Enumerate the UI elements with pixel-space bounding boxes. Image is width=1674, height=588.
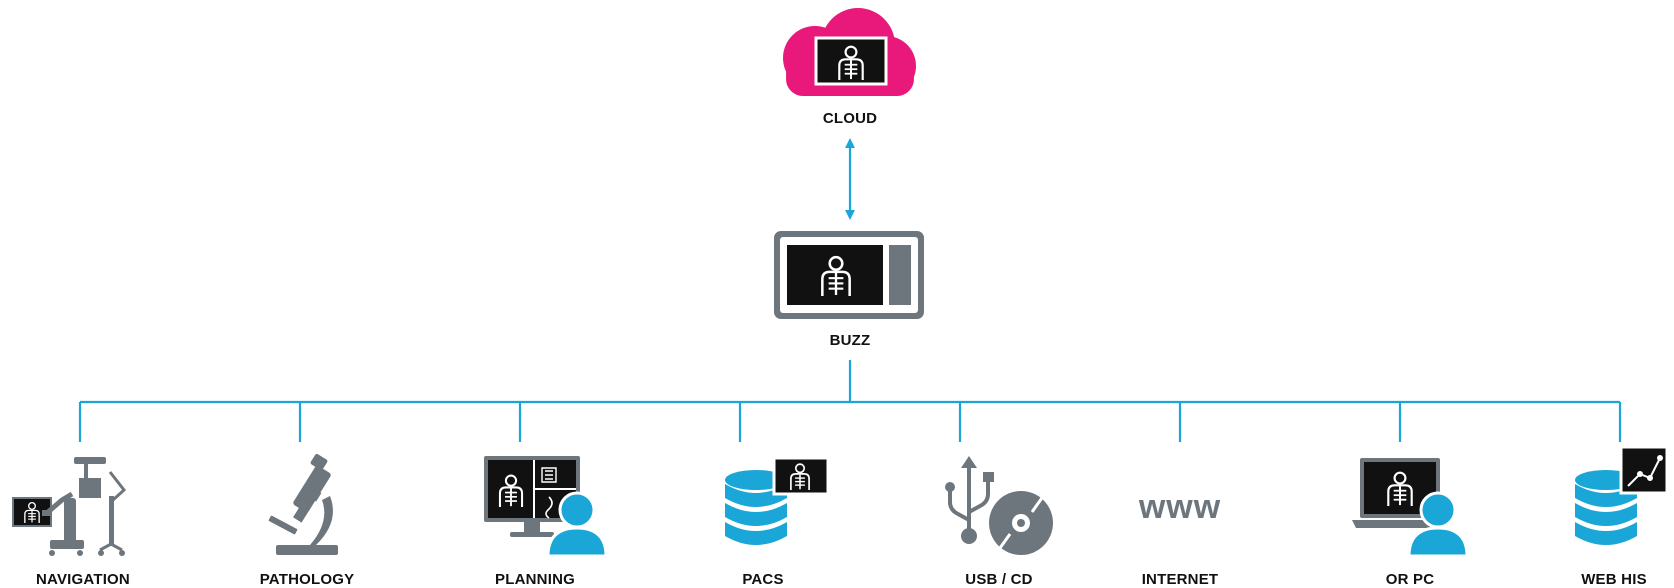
planning-monitor-user-icon (484, 456, 608, 558)
connectors (78, 138, 1622, 442)
cloud-label: CLOUD (823, 110, 877, 127)
usb-cd-label: USB / CD (965, 571, 1032, 588)
planning-node: PLANNING (484, 456, 608, 588)
database-chart-icon (1575, 445, 1669, 545)
pacs-node: PACS (725, 456, 830, 588)
navigation-cart-icon (12, 457, 127, 556)
buzz-label: BUZZ (830, 332, 871, 349)
www-icon: www (1138, 488, 1221, 526)
navigation-label: NAVIGATION (36, 571, 130, 588)
pathology-label: PATHOLOGY (260, 571, 355, 588)
web-his-label: WEB HIS (1581, 571, 1647, 588)
usb-cd-icon (945, 456, 1053, 555)
microscope-icon (268, 453, 338, 555)
internet-label: INTERNET (1142, 571, 1219, 588)
navigation-node: NAVIGATION (12, 457, 130, 588)
web-his-node: WEB HIS (1575, 445, 1669, 588)
pathology-node: PATHOLOGY (260, 453, 355, 588)
planning-label: PLANNING (495, 571, 575, 588)
pacs-label: PACS (742, 571, 783, 588)
or-pc-node: OR PC (1352, 458, 1469, 588)
buzz-node: BUZZ (774, 231, 924, 349)
internet-node: www INTERNET (1138, 488, 1221, 588)
usb-cd-node: USB / CD (945, 456, 1053, 588)
laptop-user-icon (1352, 458, 1469, 558)
buzz-display-icon (774, 231, 924, 319)
or-pc-label: OR PC (1386, 571, 1435, 588)
database-xray-icon (725, 456, 830, 545)
cloud-node: CLOUD (783, 8, 916, 127)
